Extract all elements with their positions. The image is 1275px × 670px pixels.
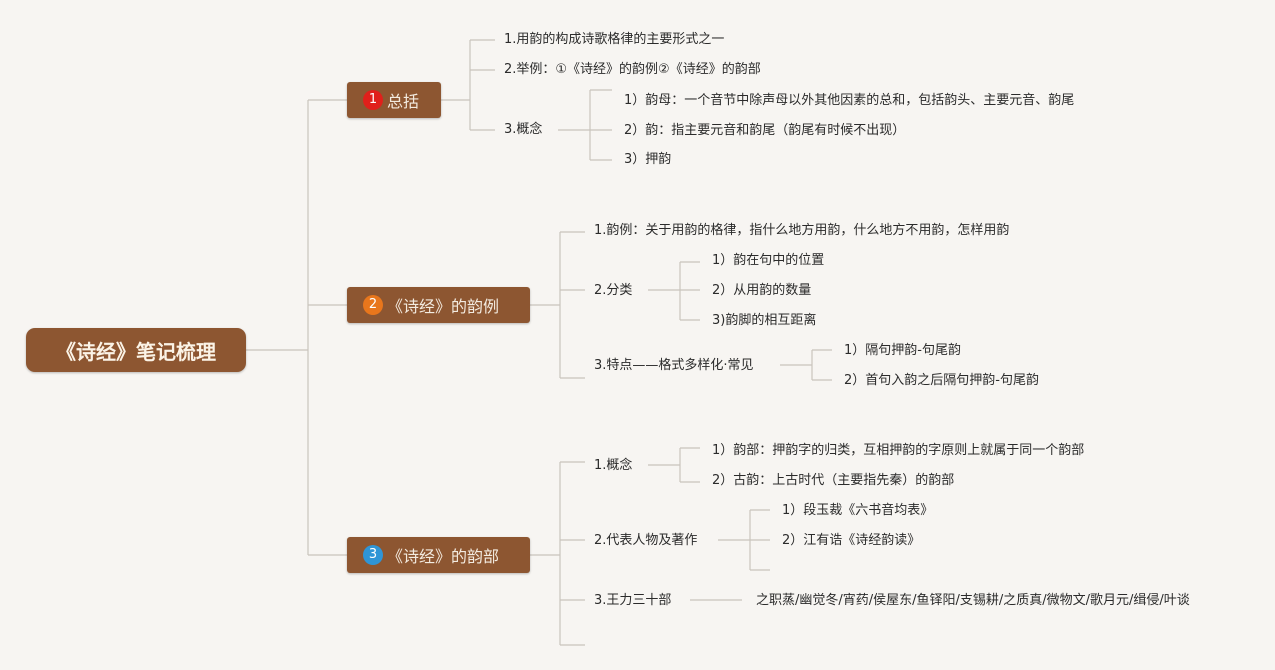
branch-1-label: 总括 — [387, 92, 420, 111]
branch-3-child-1[interactable]: 1.概念 — [594, 458, 633, 473]
root-title: 《诗经》笔记梳理 — [56, 339, 216, 364]
branch-2-sub-3[interactable]: 3)韵脚的相互距离 — [712, 313, 817, 328]
branch-3-child-2[interactable]: 2.代表人物及著作 — [594, 533, 698, 548]
branch-1-sub-3[interactable]: 3）押韵 — [624, 152, 672, 167]
branch-3-sub-4[interactable]: 2）江有诰《诗经韵读》 — [782, 533, 921, 548]
branch-2-child-3[interactable]: 3.特点——格式多样化·常见 — [594, 358, 754, 373]
branch-2[interactable]: 2 《诗经》的韵例 — [347, 287, 530, 323]
branch-3-sub-3[interactable]: 1）段玉裁《六书音均表》 — [782, 503, 934, 518]
branch-2-sub-5[interactable]: 2）首句入韵之后隔句押韵-句尾韵 — [844, 373, 1039, 388]
branch-1-child-1[interactable]: 1.用韵的构成诗歌格律的主要形式之一 — [504, 32, 725, 47]
branch-2-child-1[interactable]: 1.韵例：关于用韵的格律，指什么地方用韵，什么地方不用韵，怎样用韵 — [594, 223, 1010, 238]
branch-3-label: 《诗经》的韵部 — [387, 547, 500, 566]
branch-3[interactable]: 3 《诗经》的韵部 — [347, 537, 530, 573]
root-topic[interactable]: 《诗经》笔记梳理 — [26, 328, 246, 372]
number-badge-2: 2 — [363, 295, 383, 315]
branch-2-sub-4[interactable]: 1）隔句押韵-句尾韵 — [844, 343, 961, 358]
branch-1-child-3[interactable]: 3.概念 — [504, 122, 543, 137]
branch-3-sub-2[interactable]: 2）古韵：上古时代（主要指先秦）的韵部 — [712, 473, 955, 488]
branch-2-sub-1[interactable]: 1）韵在句中的位置 — [712, 253, 825, 268]
branch-1-child-2[interactable]: 2.举例：①《诗经》的韵例②《诗经》的韵部 — [504, 62, 761, 77]
branch-1-sub-1[interactable]: 1）韵母：一个音节中除声母以外其他因素的总和，包括韵头、主要元音、韵尾 — [624, 93, 1075, 108]
branch-3-sub-1[interactable]: 1）韵部：押韵字的归类，互相押韵的字原则上就属于同一个韵部 — [712, 443, 1085, 458]
branch-1[interactable]: 1 总括 — [347, 82, 441, 118]
branch-2-label: 《诗经》的韵例 — [387, 297, 500, 316]
branch-2-child-2[interactable]: 2.分类 — [594, 283, 633, 298]
number-badge-1: 1 — [363, 90, 383, 110]
branch-1-sub-2[interactable]: 2）韵：指主要元音和韵尾（韵尾有时候不出现） — [624, 123, 906, 138]
number-badge-3: 3 — [363, 545, 383, 565]
branch-3-sub-5[interactable]: 之职蒸/幽觉冬/宵药/侯屋东/鱼铎阳/支锡耕/之质真/微物文/歌月元/缉侵/叶谈 — [756, 593, 1190, 608]
branch-3-child-3[interactable]: 3.王力三十部 — [594, 593, 672, 608]
branch-2-sub-2[interactable]: 2）从用韵的数量 — [712, 283, 812, 298]
